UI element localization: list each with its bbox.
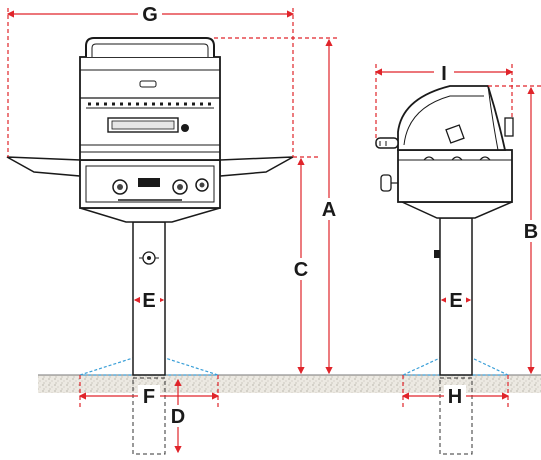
front-handle — [85, 37, 215, 57]
label-i: I — [441, 63, 447, 85]
side-handle — [375, 137, 399, 149]
side-knob — [380, 174, 392, 192]
side-firebox — [397, 149, 513, 203]
label-d: D — [171, 406, 185, 428]
dimension-labels: G A C E F D I B E H — [138, 3, 541, 428]
label-f: F — [143, 386, 155, 408]
front-window — [107, 117, 179, 133]
front-view — [6, 37, 294, 455]
front-left-shelf — [6, 156, 81, 177]
label-e-side: E — [449, 290, 462, 312]
front-buried-post — [132, 377, 166, 455]
label-e-front: E — [142, 290, 155, 312]
label-h: H — [448, 386, 462, 408]
front-nameplate — [138, 178, 160, 187]
side-hood — [397, 85, 507, 151]
front-right-shelf — [219, 156, 294, 177]
label-a: A — [322, 199, 336, 221]
side-mount-bracket — [401, 201, 513, 219]
side-buried-post — [439, 377, 473, 455]
label-b: B — [524, 221, 538, 243]
label-c: C — [294, 259, 308, 281]
thermometer-icon — [181, 124, 189, 132]
side-thermometer — [445, 124, 465, 144]
label-g: G — [142, 4, 158, 26]
front-mount-bracket — [79, 207, 221, 223]
front-hood-logo — [139, 80, 157, 88]
